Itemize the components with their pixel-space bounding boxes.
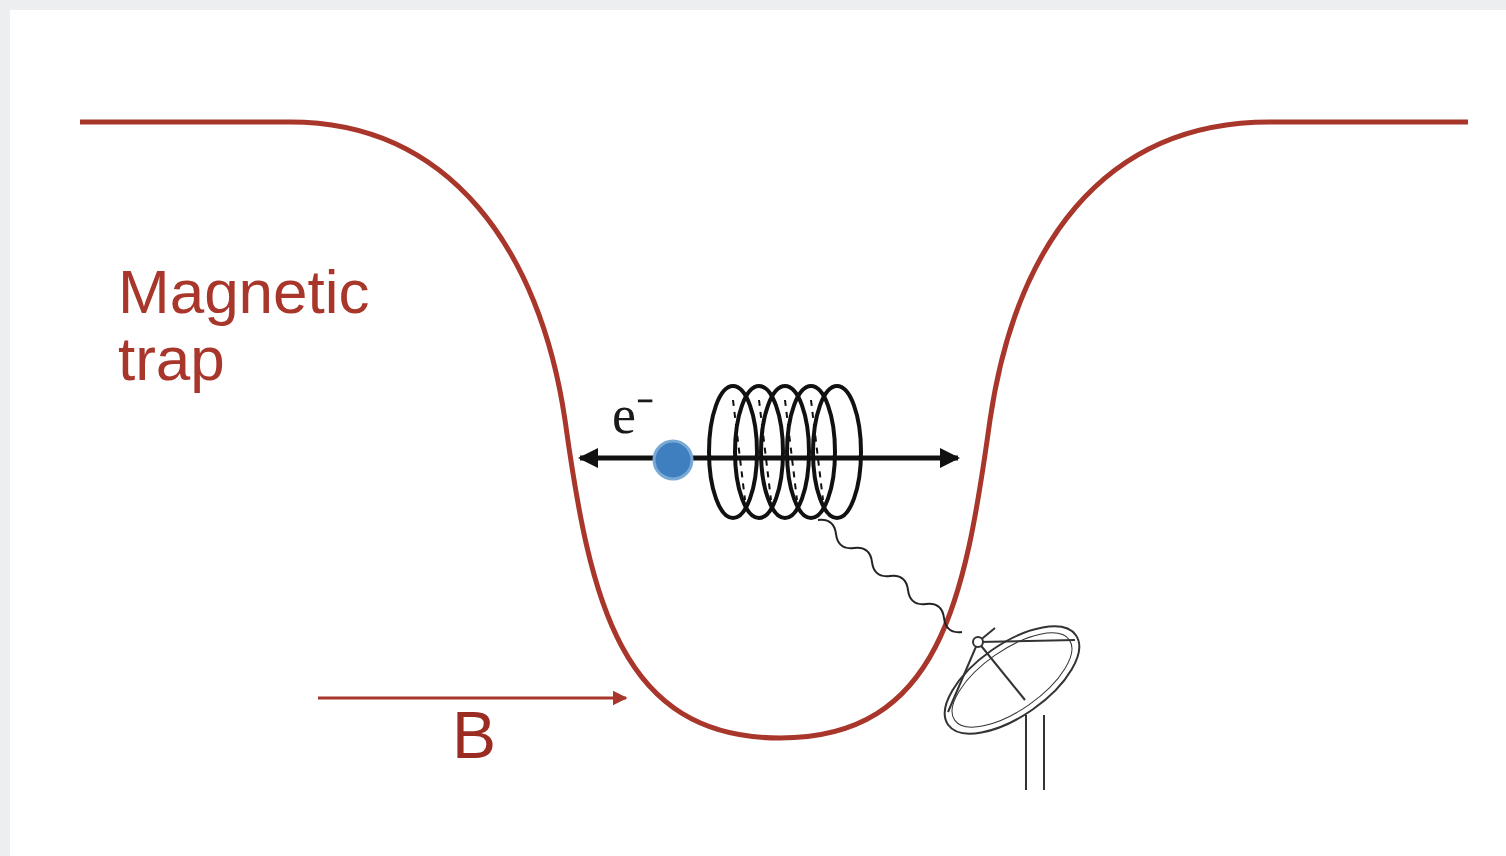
radiation-wave (818, 520, 962, 632)
field-label: B (452, 702, 532, 768)
trap-potential-curve (80, 122, 1468, 738)
cyclotron-helix (709, 386, 861, 518)
antenna-dish (927, 606, 1096, 790)
field-arrow (318, 697, 626, 700)
electron-dot (654, 441, 692, 479)
electron-label: e⁻ (612, 388, 692, 442)
trap-label: Magnetic trap (118, 258, 408, 392)
oscillation-arrow (580, 456, 958, 461)
